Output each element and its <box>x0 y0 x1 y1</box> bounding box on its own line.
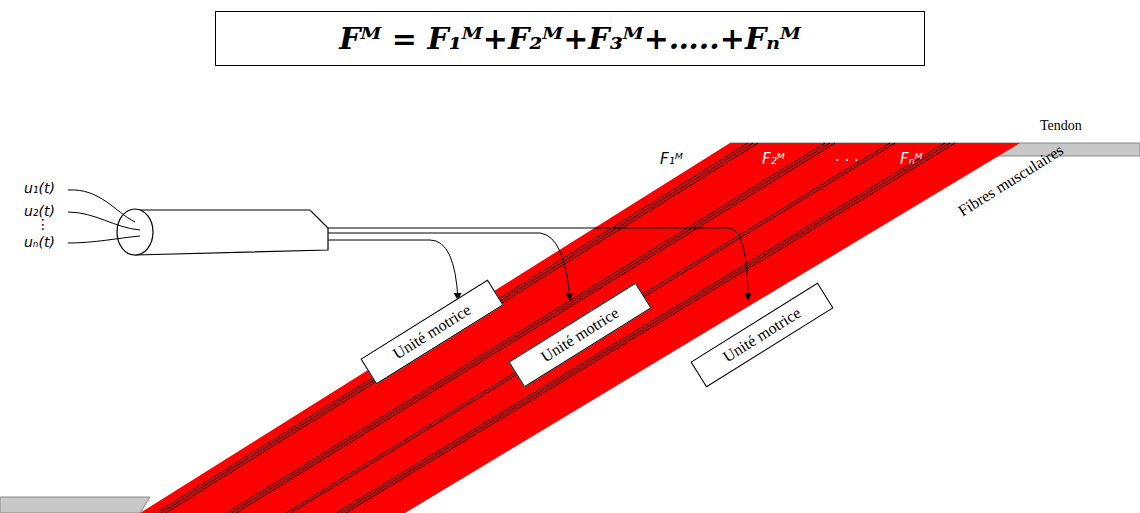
signal-label: uₙ(t) <box>24 234 55 250</box>
force-label: Fₙᴹ <box>900 150 923 168</box>
fibre-stripes <box>156 143 955 513</box>
motor-nerve-wires <box>328 228 748 300</box>
ellipsis-label: ⋮ <box>36 216 50 232</box>
ellipsis-label: · · · <box>835 152 859 170</box>
tendon-label: Tendon <box>1040 118 1082 134</box>
force-label: F₁ᴹ <box>660 150 683 168</box>
nerve-cylinder <box>117 209 328 255</box>
input-wires <box>68 190 140 243</box>
tendon-bottom <box>0 497 150 513</box>
force-label: F₂ᴹ <box>762 150 785 168</box>
signal-label: u₁(t) <box>24 180 55 196</box>
formula-box: Fᴹ = F₁ᴹ+F₂ᴹ+F₃ᴹ+…..+Fₙᴹ <box>215 11 925 66</box>
muscle-band <box>140 143 1020 513</box>
formula-text: Fᴹ = F₁ᴹ+F₂ᴹ+F₃ᴹ+…..+Fₙᴹ <box>339 21 801 56</box>
